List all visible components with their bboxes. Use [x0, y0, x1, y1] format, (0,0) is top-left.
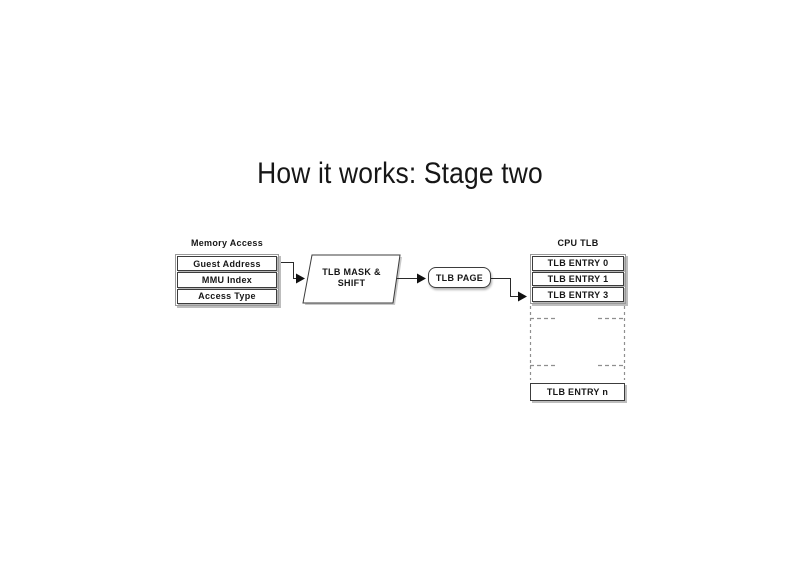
memory-access-stack: Guest Address MMU Index Access Type — [175, 254, 279, 306]
arrowhead-into-entry3 — [518, 291, 527, 302]
cpu-tlb-row-entry-n: TLB ENTRY n — [530, 383, 625, 401]
arrowhead-into-tlbpage — [417, 273, 426, 284]
cpu-tlb-row-entry-0: TLB ENTRY 0 — [532, 256, 624, 271]
connector-guest-to-maskshift — [278, 262, 297, 279]
tlb-page-node: TLB PAGE — [428, 267, 491, 288]
memory-access-row-guest-address: Guest Address — [177, 256, 277, 272]
mask-shift-line2: SHIFT — [337, 278, 366, 288]
cpu-tlb-stack: TLB ENTRY 0 TLB ENTRY 1 TLB ENTRY 3 — [530, 254, 626, 304]
memory-access-row-mmu-index: MMU Index — [177, 272, 277, 288]
cpu-tlb-row-entry-1: TLB ENTRY 1 — [532, 271, 624, 287]
cpu-tlb-label: CPU TLB — [557, 238, 599, 248]
mask-shift-text: TLB MASK & SHIFT — [309, 267, 394, 289]
arrowhead-into-maskshift — [296, 273, 305, 284]
memory-access-label: Memory Access — [190, 238, 264, 248]
memory-access-row-access-type: Access Type — [177, 288, 277, 304]
connector-tlbpage-to-entry3 — [491, 278, 519, 297]
cpu-tlb-row-entry-3: TLB ENTRY 3 — [532, 287, 624, 303]
mask-shift-shape — [302, 254, 401, 304]
mask-shift-line1: TLB MASK & — [322, 267, 381, 277]
slide-title: How it works: Stage two — [257, 157, 543, 190]
